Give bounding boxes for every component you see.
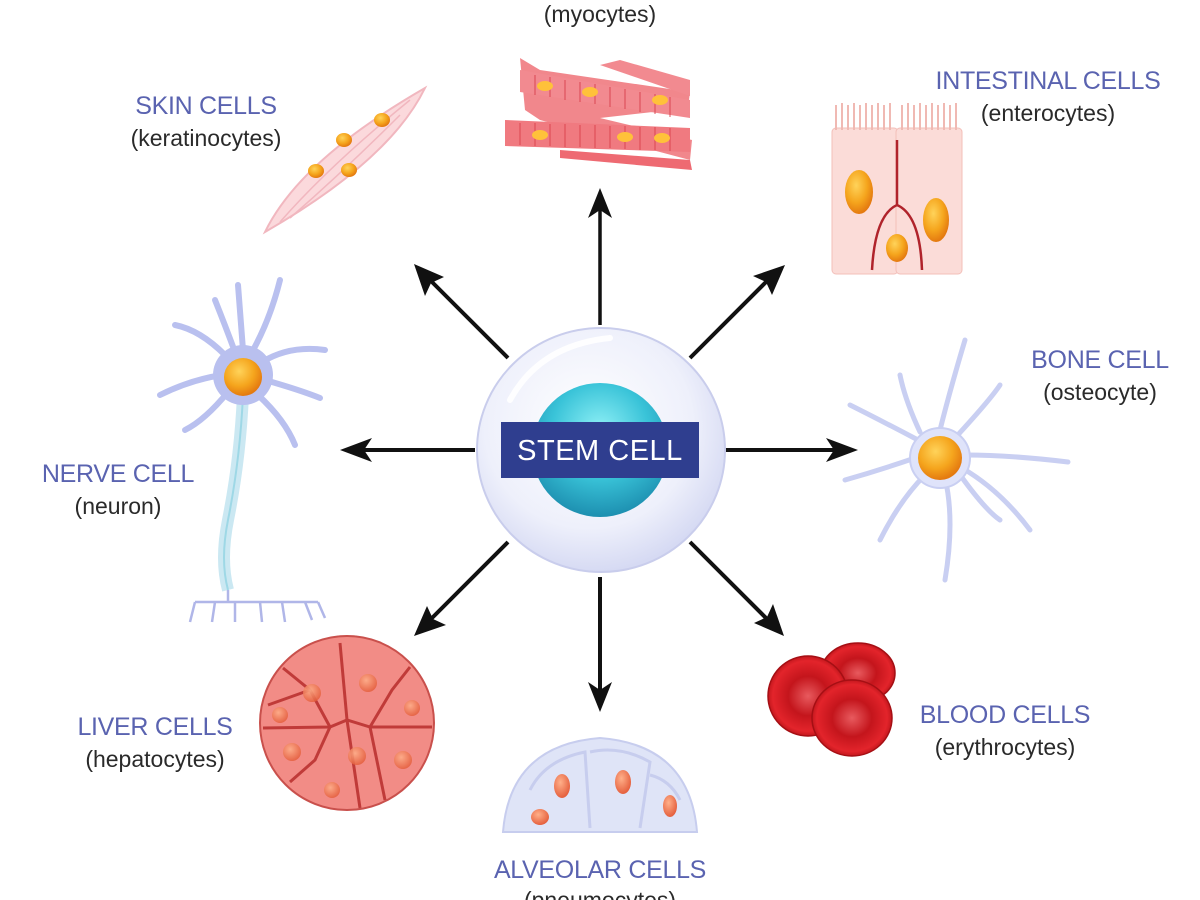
blood-cells: BLOOD CELLS (erythrocytes): [767, 642, 1090, 760]
alveolar-cells-title: ALVEOLAR CELLS: [494, 856, 706, 884]
arrows: [340, 188, 858, 712]
pneumocyte-illustration: [501, 736, 699, 833]
liver-cells-subtitle: (hepatocytes): [85, 746, 224, 772]
nerve-cell-title: NERVE CELL: [42, 460, 195, 488]
liver-cells: LIVER CELLS (hepatocytes): [77, 635, 435, 811]
blood-cells-title: BLOOD CELLS: [920, 701, 1090, 729]
alveolar-cells: ALVEOLAR CELLS (pneumocytes): [494, 736, 706, 900]
muscle-fiber-illustration: [505, 58, 692, 170]
blood-cells-subtitle: (erythrocytes): [935, 734, 1076, 760]
intestinal-cells-title: INTESTINAL CELLS: [936, 67, 1161, 95]
osteocyte-nucleus: [918, 436, 962, 480]
intestinal-cells-subtitle: (enterocytes): [981, 100, 1115, 126]
arrow-up-right: [688, 265, 785, 360]
enterocyte-illustration: [831, 103, 963, 275]
bone-cell: BONE CELL (osteocyte): [842, 337, 1170, 583]
neuron-nucleus: [224, 358, 262, 396]
skin-cells: SKIN CELLS (keratinocytes): [131, 85, 428, 235]
skin-cells-subtitle: (keratinocytes): [131, 125, 282, 151]
muscle-cells: (myocytes): [505, 1, 692, 170]
arrow-left: [340, 438, 475, 462]
bone-cell-subtitle: (osteocyte): [1043, 379, 1157, 405]
arrow-up: [588, 188, 612, 325]
nerve-cell-subtitle: (neuron): [75, 493, 162, 519]
erythrocyte-illustration: [767, 642, 896, 757]
arrow-down-right: [688, 540, 784, 636]
liver-cells-title: LIVER CELLS: [77, 713, 232, 741]
arrow-down: [588, 577, 612, 712]
arrow-down-left: [414, 540, 510, 636]
nerve-cell: NERVE CELL (neuron): [42, 277, 328, 623]
stem-cell: STEM CELL: [476, 327, 726, 573]
alveolar-cells-subtitle: (pneumocytes): [524, 887, 676, 900]
arrow-up-left: [414, 264, 510, 360]
skin-cells-title: SKIN CELLS: [135, 92, 277, 120]
hepatocyte-illustration: [259, 635, 435, 811]
stem-cell-label: STEM CELL: [517, 435, 683, 467]
muscle-cells-subtitle: (myocytes): [544, 1, 656, 27]
keratinocyte-illustration: [262, 85, 428, 235]
intestinal-cells: INTESTINAL CELLS (enterocytes): [831, 67, 1161, 275]
bone-cell-title: BONE CELL: [1031, 346, 1169, 374]
arrow-right: [725, 438, 858, 462]
stem-cell-label-box: [501, 422, 699, 478]
